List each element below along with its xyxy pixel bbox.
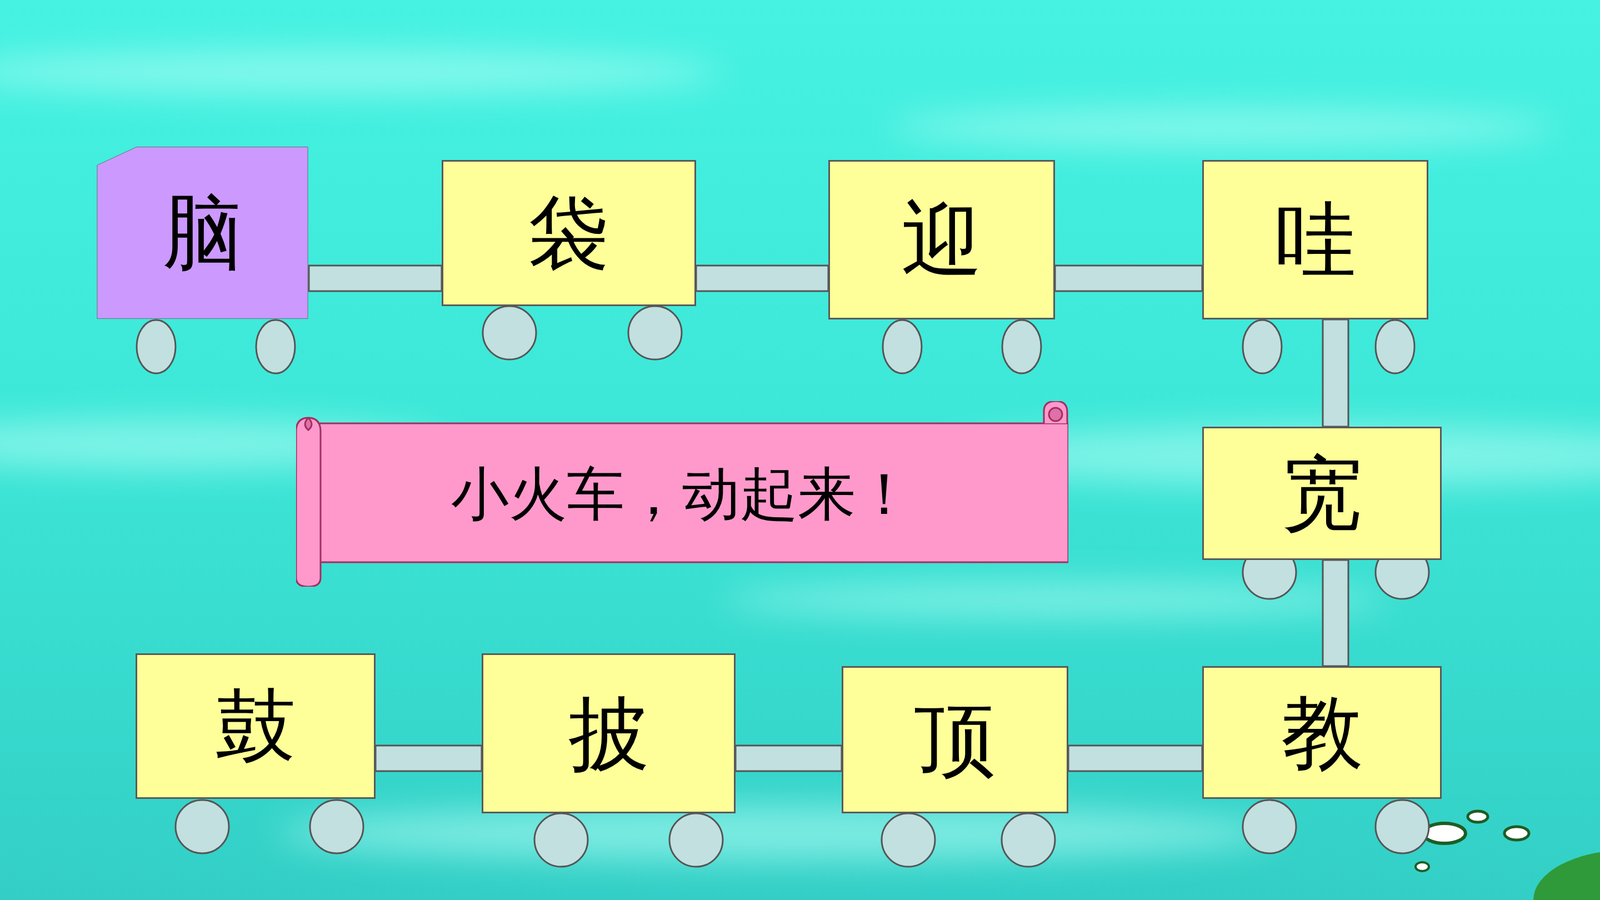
wheel — [1242, 320, 1282, 374]
wheel — [482, 306, 537, 360]
engine-car: 脑 — [96, 146, 309, 320]
character: 袋 — [528, 188, 610, 278]
wheel — [1242, 800, 1297, 854]
character: 披 — [568, 688, 650, 779]
coupling-bar-body — [1322, 319, 1349, 427]
wheel — [534, 813, 588, 867]
wheel — [669, 813, 723, 867]
train-car: 袋 — [441, 160, 697, 307]
coupling-bar — [1322, 560, 1349, 667]
coupling-bar-body — [308, 265, 442, 292]
wheel — [310, 800, 364, 854]
character: 脑 — [162, 188, 244, 278]
wheel — [628, 306, 682, 360]
train-car: 顶 — [841, 666, 1069, 814]
train-car: 鼓 — [135, 653, 376, 799]
train-car: 哇 — [1202, 160, 1429, 320]
train-car: 迎 — [828, 160, 1055, 320]
coupling-bar-body — [1068, 745, 1203, 772]
wheel — [136, 320, 176, 374]
coupling-bar — [1055, 265, 1203, 292]
wheel — [1375, 320, 1415, 374]
coupling-bar — [308, 265, 442, 292]
character: 鼓 — [215, 681, 297, 772]
banner-text: 小火车，动起来！ — [451, 462, 914, 526]
wheel — [882, 320, 922, 374]
character: 教 — [1281, 687, 1363, 778]
wheel — [1001, 813, 1055, 867]
coupling-bar-body — [696, 265, 829, 292]
wheel — [881, 813, 935, 867]
coupling-bar — [375, 745, 482, 772]
coupling-bar-body — [1055, 265, 1203, 292]
scroll-banner: 小火车，动起来！ — [296, 401, 1069, 587]
train-car: 披 — [481, 653, 736, 814]
character: 迎 — [901, 195, 983, 285]
wheel — [175, 800, 229, 854]
coupling-bar — [735, 745, 842, 772]
character: 宽 — [1281, 448, 1363, 539]
wheel — [1002, 320, 1042, 374]
character: 顶 — [914, 695, 996, 785]
frog-corner — [1415, 811, 1600, 900]
coupling-bar-body — [375, 745, 482, 772]
train-car: 宽 — [1202, 426, 1442, 560]
coupling-bar — [1068, 745, 1203, 772]
coupling-bar-body — [1322, 560, 1349, 667]
wheel — [1375, 800, 1429, 854]
coupling-bar — [1322, 319, 1349, 427]
coupling-bar-body — [735, 745, 842, 772]
train-car: 教 — [1202, 666, 1442, 799]
character: 哇 — [1275, 195, 1357, 285]
coupling-bar — [696, 265, 829, 292]
wheel — [256, 320, 295, 374]
